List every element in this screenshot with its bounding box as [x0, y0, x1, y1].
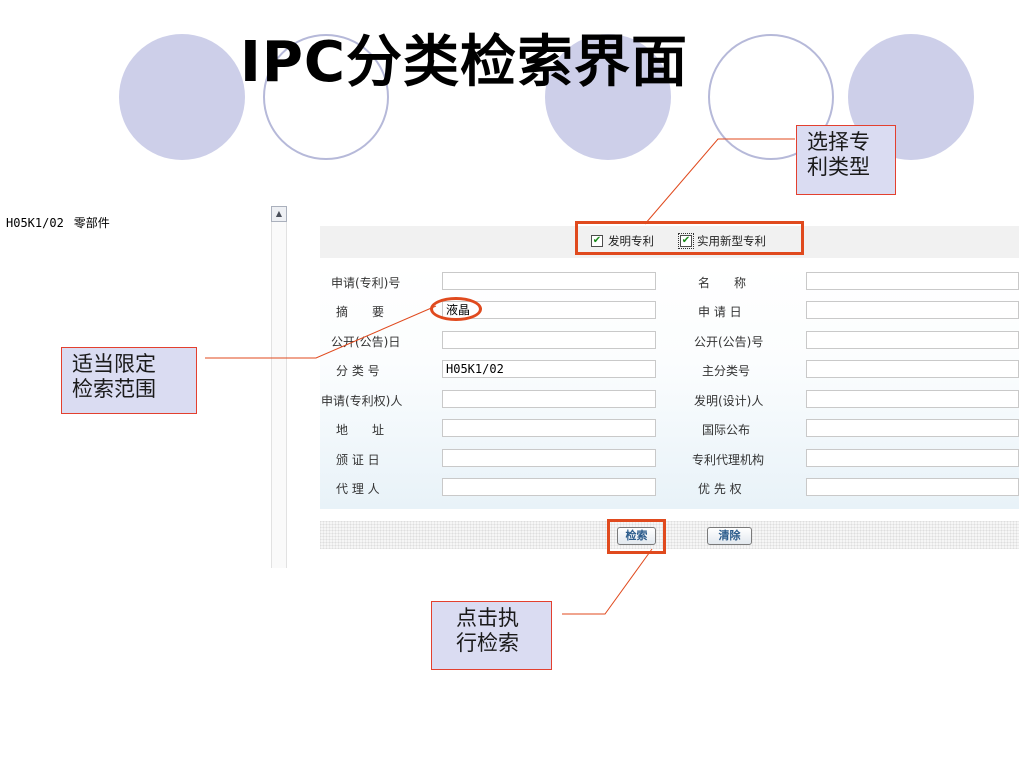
type-option-label: 发明专利 [608, 234, 654, 248]
main-classification-input[interactable] [806, 360, 1019, 378]
highlight-box-search [607, 519, 666, 554]
callout-click-search: 点击执 行检索 [431, 601, 552, 670]
field-label: 颁 证 日 [336, 453, 380, 467]
checkbox-invention[interactable]: ✔ [591, 235, 603, 247]
issue-date-input[interactable] [442, 449, 656, 467]
callout-line: 选择专 [807, 130, 870, 154]
type-option-invention[interactable]: ✔ 发明专利 [591, 233, 654, 249]
field-label: 申请(专利)号 [331, 276, 401, 290]
tree-item[interactable]: H05K1/02 零部件 [6, 214, 110, 231]
priority-input[interactable] [806, 478, 1019, 496]
application-date-input[interactable] [806, 301, 1019, 319]
field-label: 申 请 日 [698, 305, 742, 319]
field-label: 发明(设计)人 [694, 394, 764, 408]
callout-limit-scope: 适当限定 检索范围 [61, 347, 197, 414]
title-input[interactable] [806, 272, 1019, 290]
callout-line: 检索范围 [72, 377, 156, 401]
search-button[interactable]: 检索 [617, 527, 656, 545]
tree-item-code: H05K1/02 [6, 216, 64, 230]
application-number-input[interactable] [442, 272, 656, 290]
field-label: 分 类 号 [336, 364, 380, 378]
highlight-oval-abstract [430, 297, 482, 321]
field-label: 主分类号 [702, 364, 751, 378]
callout-line: 点击执 [456, 606, 519, 630]
publication-date-input[interactable] [442, 331, 656, 349]
field-label: 地 址 [336, 423, 385, 437]
field-label: 国际公布 [702, 423, 751, 437]
callout-line: 适当限定 [72, 352, 156, 376]
international-publication-input[interactable] [806, 419, 1019, 437]
checkbox-utility[interactable]: ✔ [678, 233, 694, 249]
tree-scrollbar[interactable] [271, 206, 287, 568]
inventor-input[interactable] [806, 390, 1019, 408]
address-input[interactable] [442, 419, 656, 437]
type-option-utility[interactable]: ✔ 实用新型专利 [678, 233, 766, 249]
patent-agency-input[interactable] [806, 449, 1019, 467]
agent-input[interactable] [442, 478, 656, 496]
publication-number-input[interactable] [806, 331, 1019, 349]
action-bar [320, 521, 1019, 549]
highlight-box-patent-type [575, 221, 804, 255]
field-label: 申请(专利权)人 [321, 394, 403, 408]
classification-number-input[interactable]: H05K1/02 [442, 360, 656, 378]
callout-line: 行检索 [456, 631, 519, 655]
field-label: 摘 要 [336, 305, 385, 319]
field-label: 公开(公告)日 [331, 335, 401, 349]
deco-circle-1 [119, 34, 245, 160]
tree-item-label: 零部件 [73, 216, 110, 230]
type-option-label: 实用新型专利 [697, 234, 766, 248]
field-label: 代 理 人 [336, 482, 380, 496]
scroll-up-arrow-icon[interactable]: ▲ [271, 206, 287, 222]
callout-select-type: 选择专 利类型 [796, 125, 896, 195]
slide-title: IPC分类检索界面 [240, 30, 688, 95]
field-label: 优 先 权 [698, 482, 742, 496]
deco-ring-1 [263, 34, 389, 160]
callout-line: 利类型 [807, 155, 870, 179]
applicant-input[interactable] [442, 390, 656, 408]
clear-button[interactable]: 清除 [707, 527, 752, 545]
field-label: 名 称 [698, 276, 747, 290]
field-label: 专利代理机构 [692, 453, 765, 467]
field-label: 公开(公告)号 [694, 335, 764, 349]
